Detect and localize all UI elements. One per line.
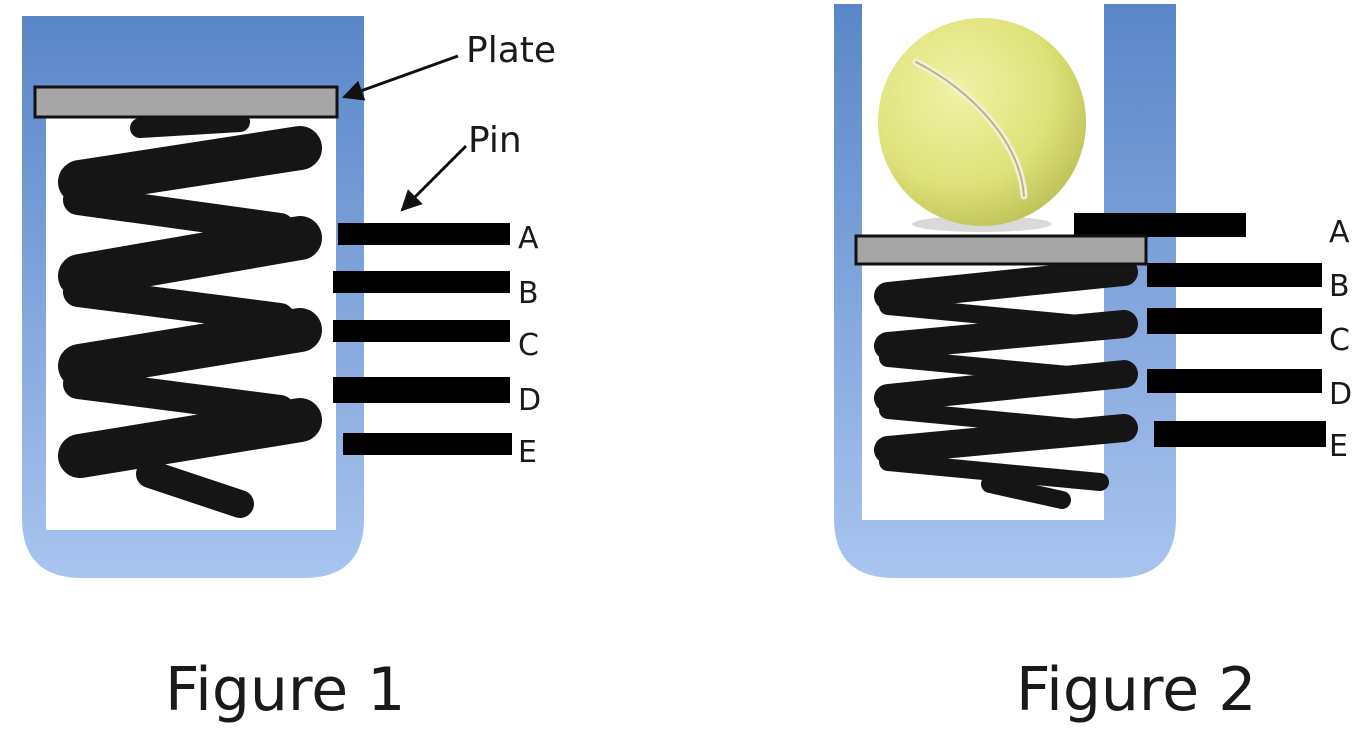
figure1-plate-label: Plate [466,30,556,71]
figure2-pin-e [1154,421,1326,447]
figure1-pin-a [338,223,510,245]
tennis-ball-icon [878,18,1086,232]
figure2-spring [874,258,1138,509]
figure1-caption: Figure 1 [165,655,405,725]
figure1-pin-c [333,320,510,342]
figure1-plate [33,85,339,119]
figure2-pin-label-d: D [1329,377,1352,412]
figure1-spring [58,112,322,518]
figure2-pin-c [1147,308,1322,334]
figure1-pin-label-c: C [518,328,539,363]
figure2-pin-label-a: A [1329,215,1350,250]
figure1-pin-e [343,433,512,455]
figure-2: A B C D E Figure 2 [834,4,1352,725]
figure1-pin-arrow [400,144,468,212]
figure2-pin-a [1074,213,1246,237]
figure1-pins [333,223,512,455]
figure1-pin-label-a: A [518,221,539,256]
figure1-pin-b [333,271,510,293]
figure1-pin-d [333,377,510,403]
figure2-pin-label-c: C [1329,323,1350,358]
figure1-pin-label-e: E [518,435,537,470]
figure2-caption: Figure 2 [1016,655,1256,725]
figure2-pin-d [1147,369,1322,393]
figure2-plate [854,234,1148,266]
figure2-pin-label-b: B [1329,269,1350,304]
figure2-pin-b [1147,263,1322,287]
figure1-pin-label-b: B [518,276,539,311]
figure1-pin-label-d: D [518,383,541,418]
figure2-pins [1147,263,1326,447]
figure1-plate-arrow [342,54,459,101]
figure1-pin-label: Pin [468,120,522,161]
figure-1: A B C D E Plate Pin Figure 1 [22,16,556,725]
figure2-pin-label-e: E [1329,429,1348,464]
